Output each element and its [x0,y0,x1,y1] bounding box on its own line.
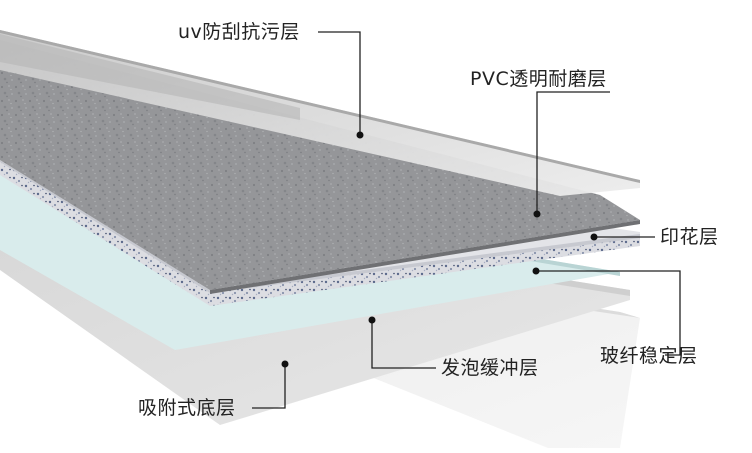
foam-layer-label: 发泡缓冲层 [441,357,539,379]
adhesive-layer-label: 吸附式底层 [138,397,236,419]
pvc-layer-label: PVC透明耐磨层 [470,68,607,90]
fiberglass-leader-dot [533,268,540,275]
adhesive-leader-dot [282,361,289,368]
print-layer-label: 印花层 [660,226,719,248]
uv-leader-dot [357,132,364,139]
uv-layer-label: uv防刮抗污层 [178,21,300,43]
foam-leader-dot [369,317,376,324]
print-leader-dot [591,234,598,241]
pvc-leader-dot [534,211,541,218]
fiberglass-layer-label: 玻纤稳定层 [600,345,698,367]
